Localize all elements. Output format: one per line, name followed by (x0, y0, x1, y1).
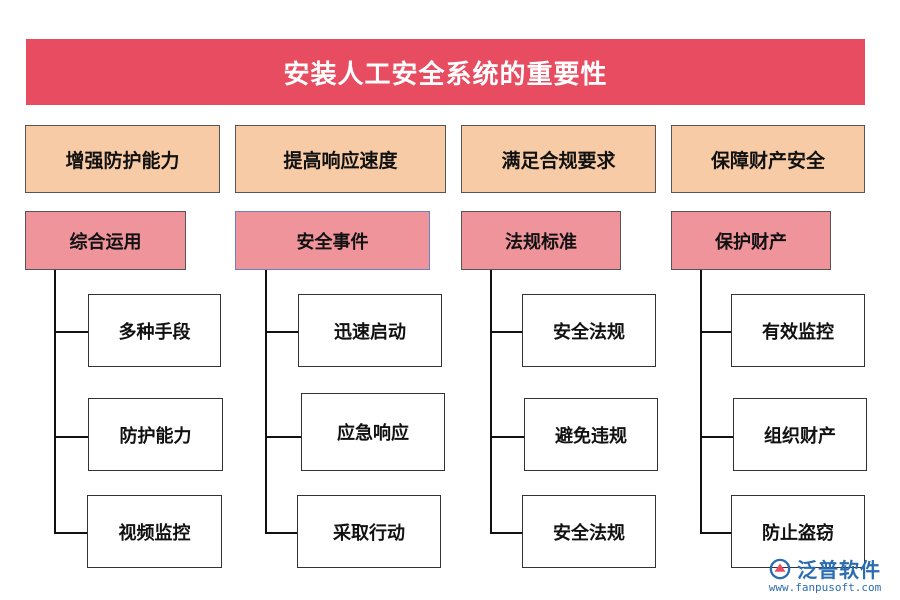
category-box-3: 满足合规要求 (461, 125, 656, 193)
connector-vertical-4 (700, 270, 702, 534)
connector-horizontal-3-3 (490, 532, 522, 534)
connector-horizontal-3-1 (490, 331, 522, 333)
watermark-url: www.fanpusoft.com (768, 581, 882, 594)
leaf-box-2-2: 应急响应 (301, 393, 445, 471)
leaf-box-2-3: 采取行动 (297, 495, 441, 568)
connector-horizontal-1-1 (54, 331, 88, 333)
connector-horizontal-2-2 (265, 436, 301, 438)
category-box-2: 提高响应速度 (235, 125, 446, 193)
connector-horizontal-1-2 (54, 436, 88, 438)
watermark: 泛普软件 www.fanpusoft.com (760, 554, 890, 594)
leaf-box-3-3: 安全法规 (522, 495, 656, 568)
connector-horizontal-1-3 (54, 532, 88, 534)
connector-horizontal-2-1 (265, 331, 298, 333)
leaf-box-4-2: 组织财产 (733, 398, 867, 471)
leaf-box-4-3: 防止盗窃 (731, 495, 865, 568)
connector-vertical-3 (490, 270, 492, 534)
leaf-box-1-1: 多种手段 (88, 294, 221, 367)
connector-horizontal-3-2 (490, 436, 524, 438)
leaf-box-1-3: 视频监控 (87, 495, 222, 568)
leaf-box-4-1: 有效监控 (731, 294, 865, 367)
connector-horizontal-4-1 (700, 331, 731, 333)
leaf-box-1-2: 防护能力 (88, 398, 223, 471)
fanpu-logo-icon (769, 558, 791, 579)
subheader-box-1: 综合运用 (25, 211, 186, 270)
subheader-box-4: 保护财产 (671, 211, 831, 270)
watermark-brand: 泛普软件 (797, 558, 881, 582)
connector-horizontal-4-2 (700, 436, 733, 438)
connector-horizontal-2-3 (265, 532, 297, 534)
connector-vertical-1 (54, 270, 56, 534)
connector-vertical-2 (265, 270, 267, 534)
category-box-4: 保障财产安全 (671, 125, 865, 193)
leaf-box-3-1: 安全法规 (522, 294, 656, 367)
leaf-box-3-2: 避免违规 (524, 398, 658, 471)
title-banner: 安装人工安全系统的重要性 (26, 39, 865, 105)
leaf-box-2-1: 迅速启动 (298, 294, 442, 367)
category-box-1: 增强防护能力 (25, 125, 220, 193)
connector-horizontal-4-3 (700, 532, 731, 534)
subheader-box-3: 法规标准 (461, 211, 621, 270)
subheader-box-2: 安全事件 (235, 211, 430, 270)
